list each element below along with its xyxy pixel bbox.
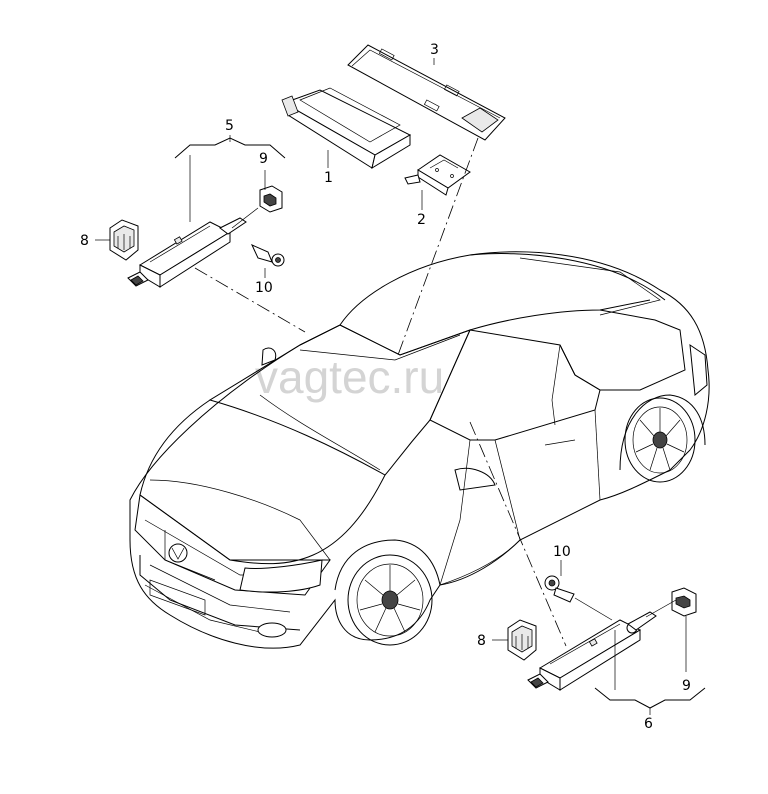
callout-2: 2 xyxy=(417,212,426,228)
watermark: vagtec.ru xyxy=(255,351,444,403)
leader-lines xyxy=(229,58,651,715)
callout-10-top: 10 xyxy=(255,280,273,296)
callout-9-top: 9 xyxy=(259,151,268,167)
callout-5: 5 xyxy=(225,118,234,134)
module-5-assembly xyxy=(95,137,286,288)
callout-labels: 3 1 2 5 9 8 10 10 8 9 6 xyxy=(80,42,691,732)
location-lines xyxy=(194,137,567,647)
part-1-housing xyxy=(281,87,412,170)
module-6-assembly xyxy=(492,560,706,709)
callout-1: 1 xyxy=(324,170,333,186)
car-illustration xyxy=(129,251,710,649)
callout-6: 6 xyxy=(644,716,653,732)
callout-8-top: 8 xyxy=(80,233,89,249)
part-2-bracket xyxy=(404,154,471,196)
part-3-cover-panel xyxy=(347,44,506,141)
callout-9-bottom: 9 xyxy=(682,678,691,694)
callout-3: 3 xyxy=(430,42,439,58)
callout-10-bottom: 10 xyxy=(553,544,571,560)
callout-8-bottom: 8 xyxy=(477,633,486,649)
